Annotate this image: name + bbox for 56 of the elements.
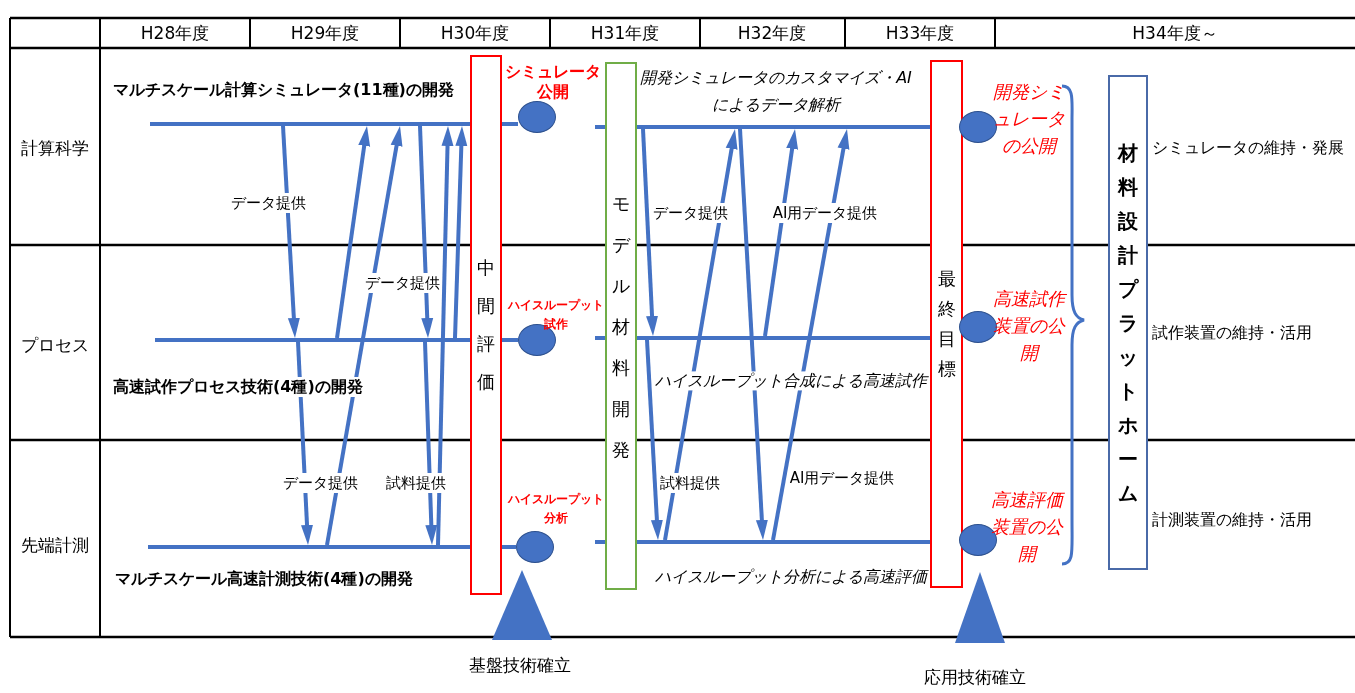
- evaluation-box: 中間評価: [470, 55, 502, 595]
- arrow: [335, 126, 371, 339]
- track-caption: マルチスケール高速計測技術(4種)の開発: [115, 569, 413, 589]
- row-header: 先端計測: [21, 534, 89, 556]
- row-header: 計算科学: [21, 137, 89, 159]
- connector-line: [502, 122, 518, 126]
- milestone-circle: [516, 531, 554, 563]
- milestone-caption: 基盤技術確立: [469, 655, 571, 677]
- edge-label: データ提供: [281, 473, 359, 493]
- arrow: [453, 126, 468, 339]
- milestone-label: 高速評価装置の公開: [990, 488, 1066, 566]
- column-header: H30年度: [440, 22, 510, 44]
- arrow: [763, 129, 799, 337]
- column-header: H32年度: [737, 22, 807, 44]
- row-header: プロセス: [21, 334, 89, 356]
- arrow: [645, 339, 663, 540]
- column-header: H34年度～: [1132, 22, 1218, 44]
- arrow: [641, 128, 659, 336]
- milestone-label: ハイスループット試作: [506, 297, 605, 334]
- arrow: [418, 125, 434, 338]
- edge-label: データ提供: [363, 273, 441, 293]
- milestone-circle: [959, 111, 997, 143]
- track-caption: 高速試作プロセス技術(4種)の開発: [113, 377, 363, 397]
- track-caption: ハイスループット合成による高速試作: [655, 371, 927, 391]
- arrow: [436, 126, 454, 546]
- track-caption: マルチスケール計算シミュレータ(11種)の開発: [113, 80, 454, 100]
- track-caption: ハイスループット分析による高速評価: [655, 567, 927, 587]
- column-header: H28年度: [140, 22, 210, 44]
- column-header: H31年度: [590, 22, 660, 44]
- milestone-label: 開発シミュレータの公開: [992, 80, 1066, 158]
- milestone-circle: [518, 101, 556, 133]
- arrow: [325, 126, 403, 546]
- goal-box: 最終目標: [930, 60, 963, 588]
- milestone-label: ハイスループット分析: [506, 491, 605, 528]
- edge-label: AI用データ提供: [771, 203, 879, 223]
- arrow: [771, 129, 850, 541]
- arrow: [281, 125, 300, 338]
- edge-label: 試料提供: [659, 473, 721, 493]
- connector-line: [502, 545, 516, 549]
- milestone-label: シミュレータ公開: [504, 62, 602, 102]
- milestone-triangle: [492, 570, 552, 640]
- connector-line: [502, 338, 518, 342]
- development-box: モデル材料開発: [605, 62, 637, 590]
- edge-label: データ提供: [229, 193, 307, 213]
- track-caption: 開発シミュレータのカスタマイズ・AIによるデータ解析: [640, 67, 912, 117]
- edge-label: AI用データ提供: [788, 468, 896, 488]
- column-header: H33年度: [885, 22, 955, 44]
- arrow: [738, 128, 768, 540]
- arrow: [423, 341, 438, 545]
- edge-label: 試料提供: [385, 473, 447, 493]
- edge-label: データ提供: [651, 203, 729, 223]
- milestone-triangle: [955, 572, 1005, 643]
- arrow: [663, 129, 738, 541]
- column-header: H29年度: [290, 22, 360, 44]
- milestone-caption: 応用技術確立: [924, 667, 1026, 689]
- platform-box: 材料設計プラットホーム: [1108, 75, 1148, 570]
